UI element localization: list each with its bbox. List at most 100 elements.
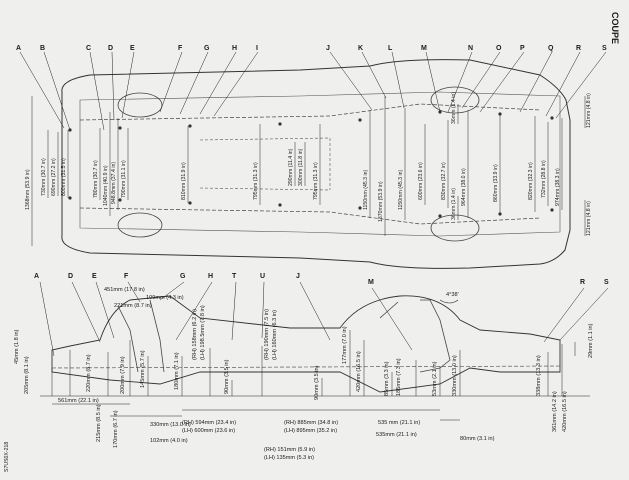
side-view: 4°38' A D E F G H T U J M R S 451mm (17.… [14,273,609,461]
dim-690: 690mm (27.2 in) [51,158,57,196]
dim-1150a: 1150mm (45.3 in) [363,169,369,210]
side-view-leader-lines [39,281,609,357]
top-label-S: S [602,45,607,52]
front-left-wheel-well [117,92,163,118]
dim-895: (LH) 895mm (35.2 in) [284,428,337,434]
dim-198: (LH) 198.5mm (7.8 in) [200,305,206,360]
top-label-P: P [520,45,525,52]
top-label-H: H [232,45,237,52]
top-label-J: J [326,45,330,52]
side-label-S: S [604,279,609,286]
side-label-R: R [580,279,585,286]
dim-180: 180mm (7.1 in) [174,352,180,390]
dim-732: 732mm (28.8 in) [541,160,547,198]
dim-135: (LH) 135mm (5.3 in) [264,455,314,461]
dim-85: 85mm (3.3 in) [384,361,390,396]
top-view-leader-lines [19,51,607,131]
dim-160: (LH) 160mm (6.3 in) [272,310,278,360]
side-label-E: E [92,273,97,280]
dim-200: 200mm (7.9 in) [120,356,126,394]
top-view-center-tunnel [199,137,331,191]
top-label-C: C [86,45,91,52]
rear-right-wheel-well [430,214,480,242]
dim-102: 102mm (4.0 in) [150,438,188,444]
dim-53: 53mm (2.1 in) [432,361,438,396]
rear-left-wheel-well [430,86,480,114]
dim-145: 145mm (5.7 in) [140,350,146,388]
side-label-T: T [232,273,237,280]
side-view-frame-line [51,365,561,369]
side-label-F: F [124,273,129,280]
side-view-dimension-lines [51,330,576,396]
rear-strut-tower [379,299,451,373]
dim-780: 780mm (30.7 in) [93,160,99,198]
dim-330b: 330mm (13.0 in) [150,422,191,428]
dim-1368: 1368mm (53.9 in) [25,169,31,210]
top-label-B: B [40,45,45,52]
dim-820: 820mm (32.3 in) [528,162,534,200]
dim-290: 290mm (11.4 in) [288,148,294,186]
side-label-G: G [180,273,186,280]
dim-215: 215mm (8.5 in) [96,404,102,442]
dim-185: 185mm (7.3 in) [396,358,402,396]
top-label-M: M [421,45,427,52]
dim-810: 810mm (31.9 in) [181,162,187,200]
dim-535a: 535 mm (21.1 in) [378,420,420,426]
dim-36b: 36mm (1.4 in) [451,188,457,220]
top-label-N: N [468,45,473,52]
dim-948: 948.8mm (37.4 in) [111,162,117,204]
side-label-A: A [34,273,39,280]
dim-90a: 90mm (3.5 in) [224,359,230,394]
dim-730: 730mm (30.7 in) [41,158,47,196]
dim-860: 860mm (33.9 in) [493,164,499,202]
dim-420b: 420mm (16.5 in) [562,391,568,432]
dim-800: 800mm (31.5 in) [61,158,67,196]
top-view: A B C D E F G H I J K L M N O P Q R S 13… [16,45,607,269]
top-label-O: O [496,45,502,52]
top-label-E: E [130,45,135,52]
dim-594: (RH) 594mm (23.4 in) [182,420,236,426]
dim-964: 964mm (38.0 in) [461,168,467,206]
dim-151: (RH) 151mm (5.9 in) [264,447,315,453]
top-label-K: K [358,45,363,52]
dim-420: 420mm (16.5 in) [356,351,362,392]
dim-36a: 36mm (1.4 in) [451,92,457,124]
figure-code: S7US0X-218 [4,442,10,472]
dim-561: 561mm (22.1 in) [58,398,99,404]
dim-158: (RH) 158mm (6.2 in) [192,309,198,360]
dim-535b: 535mm (21.1 in) [376,432,417,438]
dim-45: 45mm (1.8 in) [14,329,20,364]
page-title: COUPE [610,12,620,44]
top-label-F: F [178,45,183,52]
front-strut-tower [117,299,165,373]
dim-795a: 795mm (31.3 in) [253,162,259,200]
dim-885: (RH) 885mm (34.8 in) [284,420,338,426]
top-label-G: G [204,45,210,52]
top-view-body-outline [61,59,571,269]
dim-177: 177mm (7.0 in) [342,326,348,364]
top-label-D: D [108,45,113,52]
dim-600b: (LH) 600mm (23.6 in) [182,428,235,434]
top-label-Q: Q [548,45,554,52]
dim-121b: 121mm (4.8 in) [586,201,592,236]
side-label-U: U [260,273,265,280]
dim-90b: 90mm (3.5 in) [314,365,320,400]
reference-holes [68,110,554,218]
dim-29: 29mm (1.1 in) [588,323,594,358]
top-view-dimension-lines [31,96,586,246]
dim-221: 221mm (8.7 in) [114,303,152,309]
angle-label: 4°38' [446,292,459,298]
dim-170: 170mm (6.7 in) [113,410,119,448]
dim-300: 300mm (11.8 in) [298,148,304,186]
top-label-L: L [388,45,393,52]
top-view-floor-pan [79,91,561,237]
dim-974: 974mm (38.3 in) [555,168,561,206]
dim-795b: 795mm (31.3 in) [313,162,319,200]
dim-330a: 330mm (13.0 in) [452,355,458,396]
dim-1040: 1040mm (40.9 in) [103,165,109,206]
top-label-I: I [256,45,258,52]
dim-451: 451mm (17.8 in) [104,287,145,293]
side-view-body-outline [51,295,561,393]
side-view-horizontal-dims [52,403,460,421]
side-label-D: D [68,273,73,280]
